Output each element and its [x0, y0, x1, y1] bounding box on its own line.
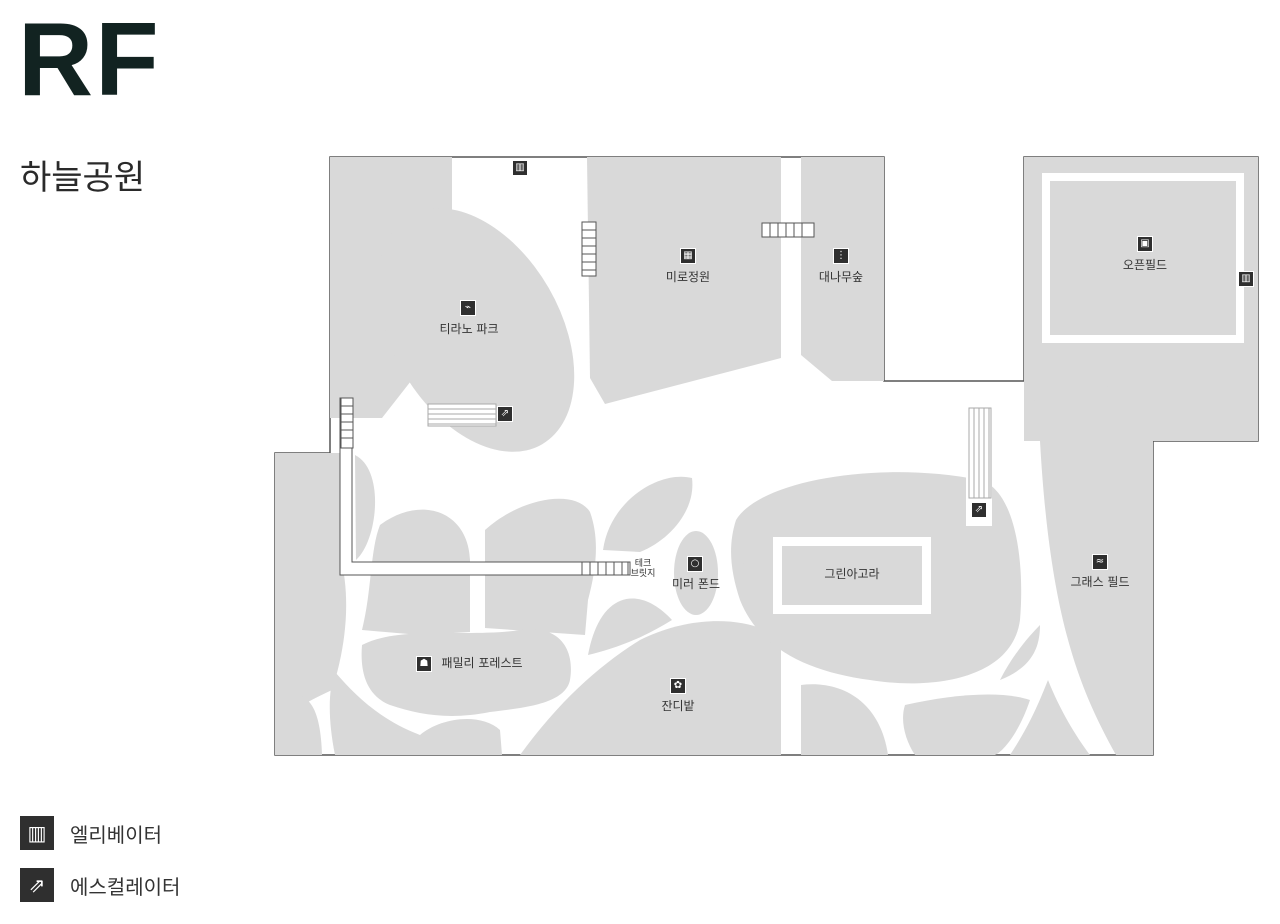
green-area: [275, 694, 322, 755]
zone-label-mirror-pond: 미러 폰드: [672, 577, 720, 591]
green-area: [801, 157, 884, 381]
green-area: [377, 208, 575, 452]
green-area: [801, 684, 888, 755]
family-icon: ☗: [416, 656, 432, 672]
legend: ▥ 엘리베이터 ⇗ 에스컬레이터: [20, 815, 180, 919]
zone-label-bamboo-forest: 대나무숲: [818, 270, 864, 284]
floor-name: 하늘공원: [20, 158, 146, 198]
zone-label-grass-field: 그래스 필드: [1070, 575, 1130, 589]
zone-label-green-agora: 그린아고라: [824, 567, 880, 581]
zone-label-family-forest: 패밀리 포레스트: [441, 656, 523, 670]
green-area: [1000, 625, 1040, 680]
escalator-icon[interactable]: ⇗: [497, 406, 513, 422]
legend-item-escalator: ⇗ 에스컬레이터: [20, 867, 180, 903]
green-area: [603, 476, 693, 552]
flower-icon: ✿: [670, 678, 686, 694]
green-area: [903, 694, 1030, 755]
legend-label: 에스컬레이터: [70, 874, 181, 899]
zone-label-open-field: 오픈필드: [1122, 258, 1168, 272]
green-area: [355, 455, 376, 560]
green-area: [275, 453, 347, 720]
pond-icon: ○: [687, 556, 703, 572]
legend-item-elevator: ▥ 엘리베이터: [20, 815, 180, 851]
open-field-area: [1057, 187, 1228, 333]
green-areas: [275, 157, 1258, 755]
legend-label: 엘리베이터: [70, 822, 162, 847]
zone-label-lawn: 잔디밭: [661, 699, 695, 713]
green-area: [329, 672, 502, 755]
green-area: [588, 598, 672, 655]
open-field-tail: [1026, 345, 1168, 402]
green-area: [587, 157, 781, 404]
zone-label-miro-garden: 미로정원: [665, 270, 711, 284]
bamboo-icon: ⋮: [833, 248, 849, 264]
floor-code: RF: [18, 2, 161, 118]
escalator-icon[interactable]: ⇗: [971, 502, 987, 518]
open-field-path: [1042, 173, 1244, 343]
green-area: [1010, 680, 1090, 755]
zone-label-tech-bridge: 테크 브릿지: [630, 559, 656, 579]
green-area: [361, 629, 571, 716]
elevator-icon: ▥: [20, 816, 54, 850]
zone-label-tirano-park: 티라노 파크: [439, 322, 499, 336]
green-area: [520, 621, 781, 755]
grass-icon: ≈: [1092, 554, 1108, 570]
dinosaur-icon: ⌁: [460, 300, 476, 316]
field-icon: ▣: [1137, 236, 1153, 252]
maze-icon: ▦: [680, 248, 696, 264]
green-area: [738, 563, 772, 585]
escalator-treads: [427, 403, 992, 499]
stairs: [340, 221, 815, 576]
green-agora-inner: [782, 546, 922, 605]
elevator-icon[interactable]: ▥: [1238, 271, 1254, 287]
escalator-icon: ⇗: [20, 868, 54, 902]
green-area: [674, 531, 718, 615]
elevator-icon[interactable]: ▥: [512, 160, 528, 176]
